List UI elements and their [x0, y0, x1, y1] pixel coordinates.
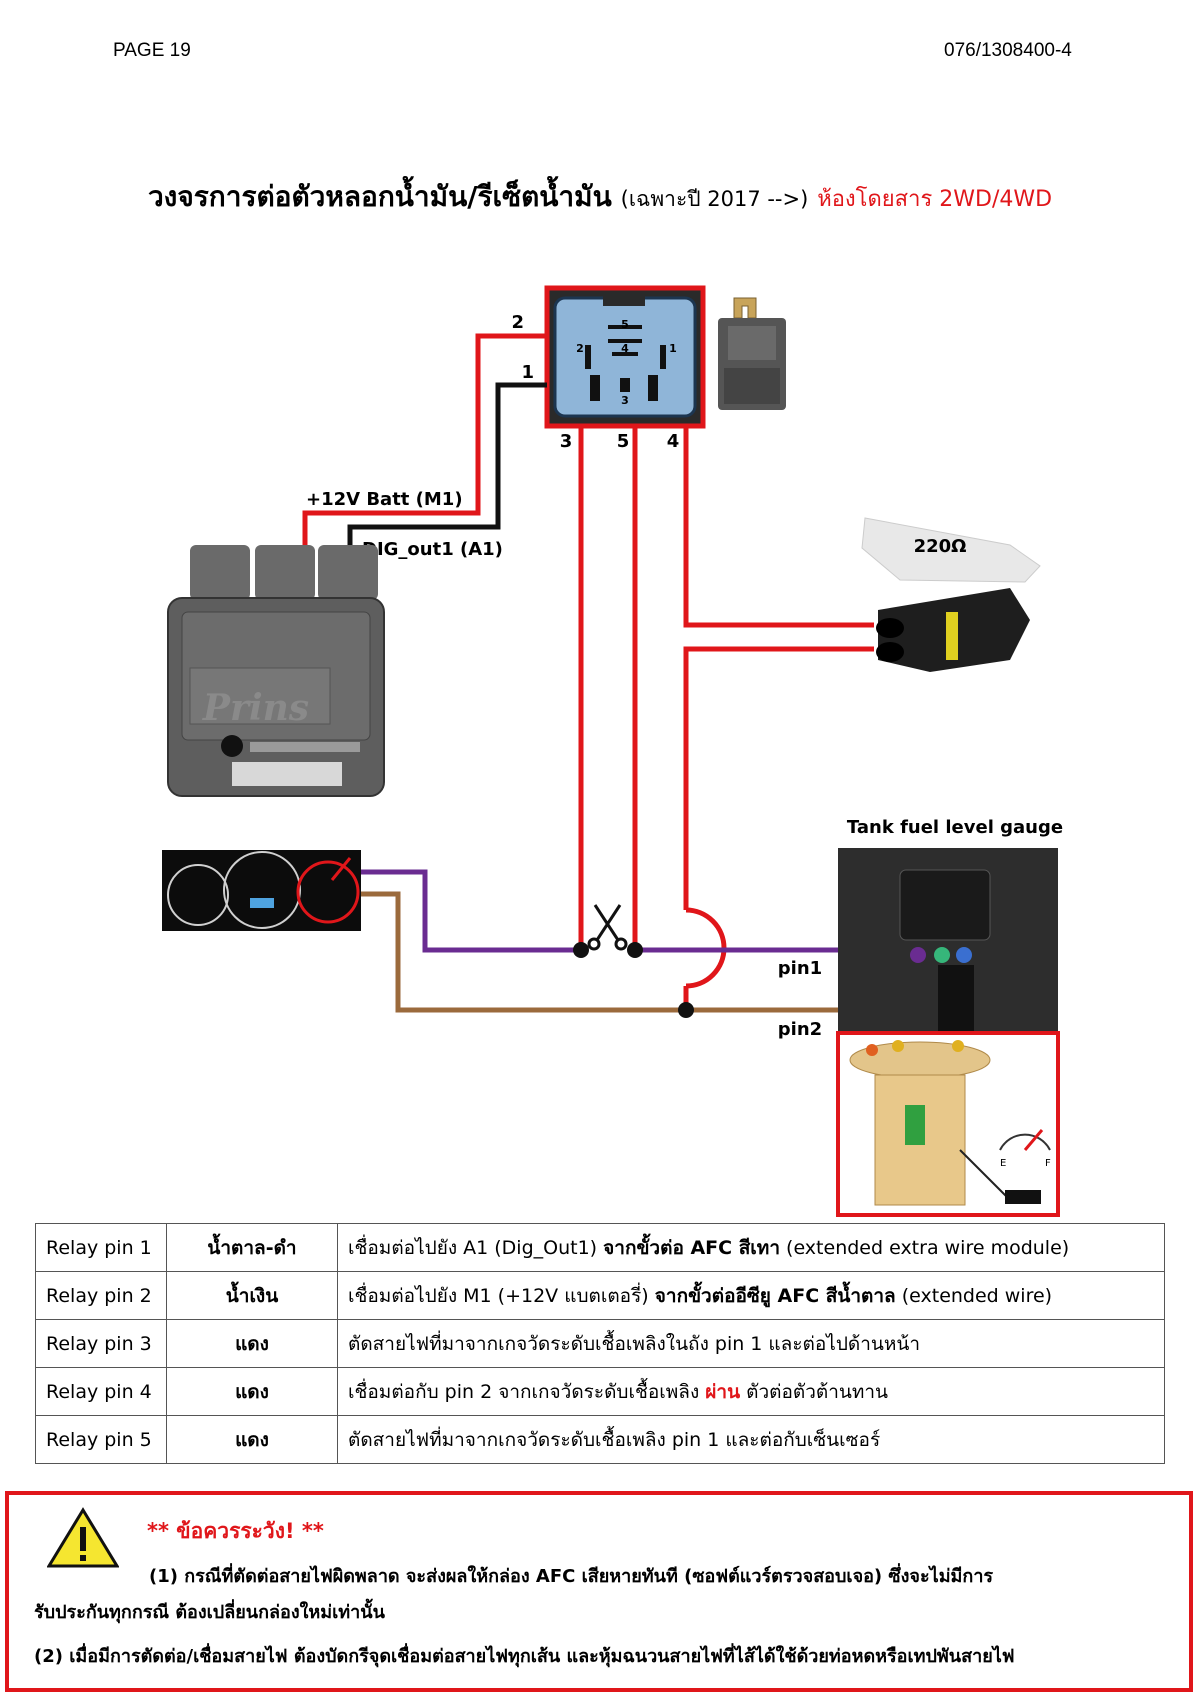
- wire-pin-4-label: 4: [667, 431, 680, 452]
- desc-bold: จากขั้วต่ออีซียู AFC สีน้ำตาล: [654, 1284, 896, 1307]
- description-cell: เชื่อมต่อไปยัง M1 (+12V แบตเตอรี่) จากขั…: [337, 1271, 1165, 1320]
- wire-pin-3-label: 3: [560, 431, 573, 452]
- pin-cell: Relay pin 2: [35, 1271, 167, 1320]
- prins-afc-ecu: Prins: [167, 545, 385, 797]
- ecu-brand: Prins: [202, 687, 309, 729]
- wire-color-cell: แดง: [166, 1367, 338, 1416]
- description-cell: ตัดสายไฟที่มาจากเกจวัดระดับเชื้อเพลิงในถ…: [337, 1319, 1165, 1368]
- fuel-sender-unit: E F: [836, 1031, 1060, 1217]
- junction-pin5: [627, 942, 643, 958]
- instrument-cluster: [162, 850, 361, 931]
- socket-pin-4-label: 4: [621, 342, 629, 355]
- resistor-connector: [876, 588, 1030, 672]
- wire-color-cell: น้ำตาล-ดำ: [166, 1223, 338, 1272]
- relay-pin-table: Relay pin 1 น้ำตาล-ดำ เชื่อมต่อไปยัง A1 …: [35, 1223, 1165, 1464]
- pin-cell: Relay pin 3: [35, 1319, 167, 1368]
- page-number: PAGE 19: [113, 40, 191, 61]
- wire-pin-2-label: 2: [511, 312, 524, 333]
- wire-relay-pin-4-to-resistor: [683, 426, 874, 628]
- desc-text: ตัดสายไฟที่มาจากเกจวัดระดับเชื้อเพลิงในถ…: [348, 1332, 921, 1355]
- desc-text: เชื่อมต่อไปยัง M1 (+12V แบตเตอรี่): [348, 1284, 655, 1307]
- socket-pin-1-label: 1: [669, 342, 677, 355]
- warning-line-1: (1) กรณีที่ตัดต่อสายไฟผิดพลาด จะส่งผลให้…: [149, 1566, 994, 1587]
- junction-pin3: [573, 942, 589, 958]
- title-sub: (เฉพาะปี 2017 -->): [620, 187, 809, 211]
- document-number: 076/1308400-4: [944, 40, 1072, 61]
- desc-text: ตัดสายไฟที่มาจากเกจวัดระดับเชื้อเพลิง pi…: [348, 1428, 881, 1451]
- socket-pin-3-label: 3: [621, 394, 629, 407]
- dig-label: DIG_out1 (A1): [362, 539, 503, 560]
- tank-gauge-connector: [838, 848, 1058, 1033]
- table-row: Relay pin 1 น้ำตาล-ดำ เชื่อมต่อไปยัง A1 …: [35, 1223, 1165, 1272]
- junction-pin4: [678, 1002, 694, 1018]
- wire-color-cell: แดง: [166, 1319, 338, 1368]
- table-row: Relay pin 5 แดง ตัดสายไฟที่มาจากเกจวัดระ…: [35, 1415, 1165, 1464]
- table-row: Relay pin 4 แดง เชื่อมต่อกับ pin 2 จากเก…: [35, 1367, 1165, 1416]
- wiring-diagram: 5 4 2 1 3 2 1 +12V Batt (M1) DIG_out1 (A…: [162, 285, 1063, 1217]
- wire-batt-m1: [302, 333, 547, 550]
- desc-highlight: ผ่าน: [705, 1380, 741, 1403]
- warning-line-2: รับประกันทุกกรณี ต้องเปลี่ยนกล่องใหม่เท่…: [34, 1602, 385, 1623]
- table-row: Relay pin 2 น้ำเงิน เชื่อมต่อไปยัง M1 (+…: [35, 1271, 1165, 1320]
- pin-cell: Relay pin 1: [35, 1223, 167, 1272]
- desc-text: (extended extra wire module): [780, 1236, 1070, 1259]
- relay-icon: [718, 297, 786, 410]
- wire-resistor-return: [683, 646, 874, 910]
- desc-text: เชื่อมต่อกับ pin 2 จากเกจวัดระดับเชื้อเพ…: [348, 1380, 706, 1403]
- warning-title: ** ข้อควรระวัง! **: [147, 1519, 324, 1543]
- pin2-label: pin2: [778, 1019, 822, 1040]
- description-cell: ตัดสายไฟที่มาจากเกจวัดระดับเชื้อเพลิง pi…: [337, 1415, 1165, 1464]
- desc-text: (extended wire): [895, 1284, 1053, 1307]
- title-main: วงจรการต่อตัวหลอกน้ำมัน/รีเซ็ตน้ำมัน: [147, 180, 612, 213]
- pin1-label: pin1: [778, 958, 822, 979]
- wire-color-cell: น้ำเงิน: [166, 1271, 338, 1320]
- wire-pin-5-label: 5: [617, 431, 630, 452]
- socket-pin-2-label: 2: [576, 342, 584, 355]
- desc-text: เชื่อมต่อไปยัง A1 (Dig_Out1): [348, 1236, 604, 1259]
- resistor-label: 220Ω: [914, 536, 967, 557]
- wire-gauge-pin1-cluster: [361, 869, 581, 953]
- resistor-220-ohm: 220Ω: [861, 517, 1041, 583]
- gauge-f-mark: F: [1045, 1158, 1051, 1169]
- description-cell: เชื่อมต่อไปยัง A1 (Dig_Out1) จากขั้วต่อ …: [337, 1223, 1165, 1272]
- scissors-icon: [587, 904, 628, 951]
- wire-pin-1-label: 1: [521, 362, 534, 383]
- title-highlight: ห้องโดยสาร 2WD/4WD: [817, 187, 1053, 212]
- tank-gauge-label: Tank fuel level gauge: [847, 817, 1063, 838]
- description-cell: เชื่อมต่อกับ pin 2 จากเกจวัดระดับเชื้อเพ…: [337, 1367, 1165, 1416]
- pin-cell: Relay pin 5: [35, 1415, 167, 1464]
- gauge-e-mark: E: [1000, 1158, 1006, 1169]
- warning-line-3: (2) เมื่อมีการตัดต่อ/เชื่อมสายไฟ ต้องบัด…: [34, 1646, 1015, 1667]
- wire-dig-out1: [347, 382, 547, 555]
- table-row: Relay pin 3 แดง ตัดสายไฟที่มาจากเกจวัดระ…: [35, 1319, 1165, 1368]
- batt-label: +12V Batt (M1): [306, 489, 463, 510]
- socket-pin-5-label: 5: [621, 318, 629, 331]
- pin-cell: Relay pin 4: [35, 1367, 167, 1416]
- wire-color-cell: แดง: [166, 1415, 338, 1464]
- page-title: วงจรการต่อตัวหลอกน้ำมัน/รีเซ็ตน้ำมัน (เฉ…: [0, 175, 1200, 219]
- warning-icon: [47, 1507, 119, 1568]
- warning-box: ** ข้อควรระวัง! ** (1) กรณีที่ตัดต่อสายไ…: [5, 1491, 1193, 1692]
- desc-bold: จากขั้วต่อ AFC สีเทา: [603, 1236, 780, 1259]
- desc-text: ตัวต่อตัวต้านทาน: [740, 1380, 889, 1403]
- relay-socket: 5 4 2 1 3: [544, 285, 706, 429]
